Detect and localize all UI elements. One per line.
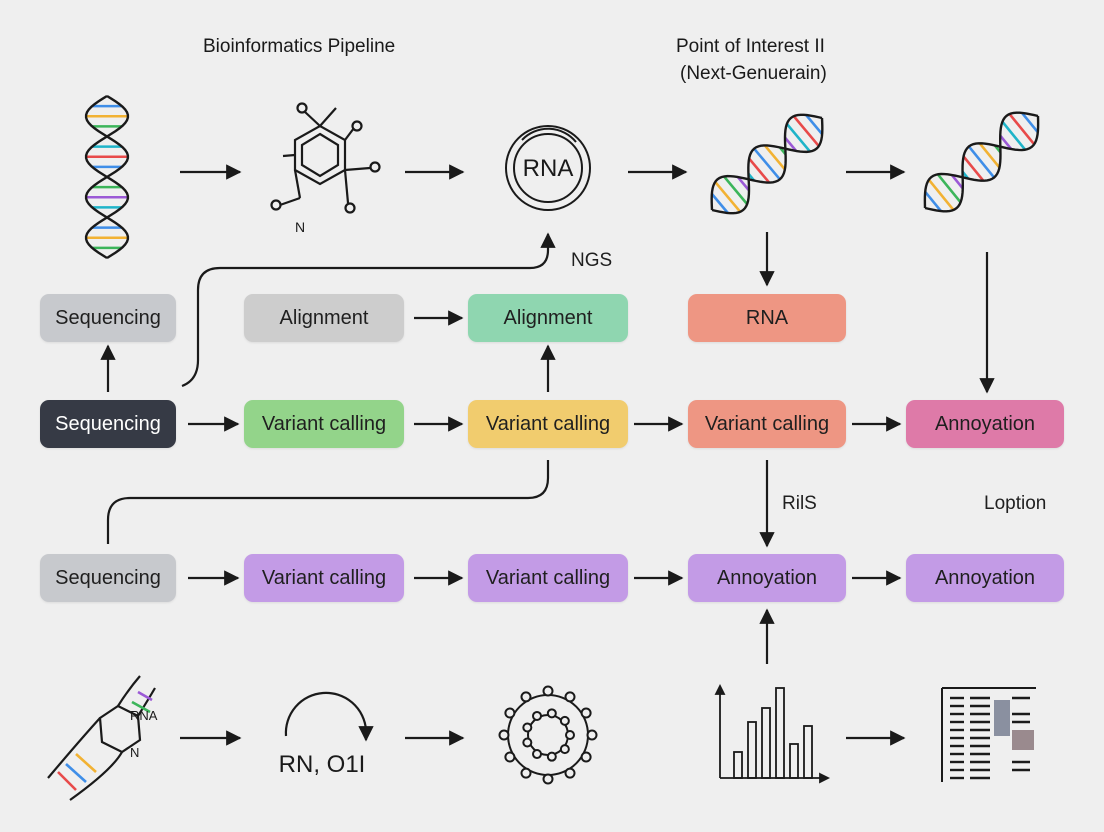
helix-rung — [999, 134, 1013, 150]
node-variant-calling-r2a[interactable]: Variant calling — [244, 400, 404, 448]
connector-ngs — [181, 232, 556, 388]
poi-subtitle: (Next-Genuerain) — [680, 63, 827, 84]
connector-loop — [106, 460, 550, 544]
node-annoyation-r3a[interactable]: Annoyation — [688, 554, 846, 602]
helix-rung — [792, 115, 820, 147]
hybrid-molecule-icon — [47, 675, 156, 801]
node-alignment-r1b[interactable]: Alignment — [468, 294, 628, 342]
rn-text: RN, O1I — [279, 751, 366, 778]
helix-rung — [753, 147, 781, 181]
molecule-icon — [270, 102, 381, 214]
rna-small-label: RNA — [130, 708, 158, 723]
node-variant-calling-r2c[interactable]: Variant calling — [688, 400, 846, 448]
helix-rung — [736, 176, 750, 192]
node-rna-r1[interactable]: RNA — [688, 294, 846, 342]
cycle-arrow-icon — [284, 691, 374, 742]
helix-rung — [710, 193, 729, 214]
dna-helix-icon-3 — [923, 111, 1040, 213]
dna-helix-icon-2 — [710, 113, 824, 215]
bar-chart-icon — [714, 683, 831, 784]
n-label: N — [295, 219, 305, 235]
loption-label: Loption — [984, 493, 1047, 514]
dna-helix-icon — [84, 94, 130, 260]
helix-rung — [748, 157, 771, 184]
helix-rung — [723, 175, 749, 205]
helix-rung — [805, 114, 824, 135]
helix-rung — [785, 123, 811, 153]
rna-icon-label: RNA — [523, 155, 574, 182]
helix-rung — [936, 173, 962, 204]
helix-rung — [763, 144, 786, 171]
helix-rung — [1008, 113, 1036, 146]
poi-title: Point of Interest II — [676, 36, 825, 57]
helix-rung — [1021, 112, 1039, 134]
helix-rung — [927, 178, 955, 211]
node-sequencing-r3[interactable]: Sequencing — [40, 554, 176, 602]
helix-rung — [967, 145, 996, 179]
n-small-label: N — [130, 745, 139, 760]
node-annoyation-r2[interactable]: Annoyation — [906, 400, 1064, 448]
helix-rung — [784, 136, 798, 152]
helix-rung — [714, 181, 742, 213]
node-variant-calling-r3b[interactable]: Variant calling — [468, 554, 628, 602]
pipeline-title: Bioinformatics Pipeline — [203, 36, 396, 57]
node-sequencing-r2[interactable]: Sequencing — [40, 400, 176, 448]
node-annoyation-r3b[interactable]: Annoyation — [906, 554, 1064, 602]
node-variant-calling-r3a[interactable]: Variant calling — [244, 554, 404, 602]
node-alignment-r1a[interactable]: Alignment — [244, 294, 404, 342]
bead-ring-icon — [498, 685, 598, 785]
helix-rung — [962, 155, 985, 182]
node-variant-calling-r2b[interactable]: Variant calling — [468, 400, 628, 448]
helix-rung — [924, 190, 942, 212]
helix-rung — [950, 174, 964, 190]
results-table-icon — [941, 687, 1036, 782]
rils-label: RilS — [782, 493, 817, 514]
rna-ring-icon — [505, 125, 591, 211]
ngs-label: NGS — [571, 250, 613, 271]
helix-rung — [978, 142, 1001, 169]
node-sequencing-r1[interactable]: Sequencing — [40, 294, 176, 342]
helix-rung — [1001, 120, 1027, 151]
